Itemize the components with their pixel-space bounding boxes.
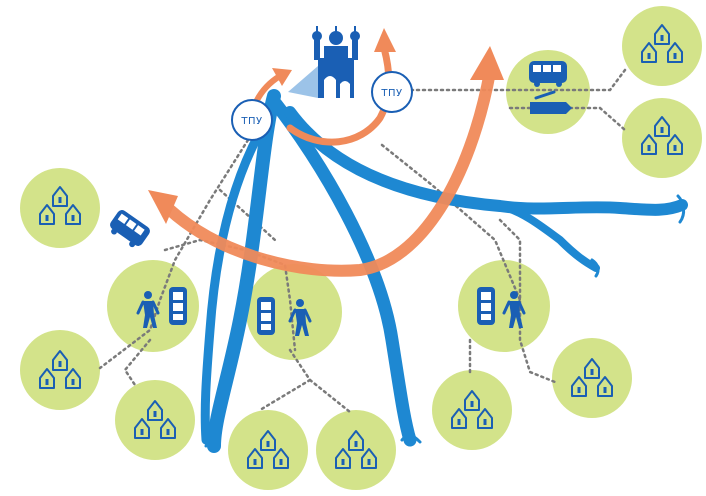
transport-icons: [105, 61, 572, 338]
river-flows: [200, 89, 688, 453]
hub-label: ТПУ: [380, 88, 402, 99]
cathedral-icon: [288, 26, 360, 98]
train-icon: [530, 90, 572, 114]
bus-icon: [477, 287, 495, 325]
arrow-head-top: [374, 28, 396, 52]
orange-arrows: [148, 28, 504, 277]
arrow-head-right: [470, 46, 504, 80]
bus-icon: [257, 297, 275, 335]
neighborhood-circle: [622, 6, 702, 86]
hub-tpu-right: ТПУ: [371, 71, 413, 113]
neighborhood-circle: [506, 50, 590, 134]
small-orange-arc: [286, 44, 393, 146]
bus-icon: [169, 287, 187, 325]
neighborhood-circle: [20, 168, 100, 248]
hub-tpu-left: ТПУ: [231, 99, 273, 141]
neighborhood-circle: [458, 260, 550, 352]
bus-icon: [105, 208, 152, 252]
neighborhood-circle: [622, 98, 702, 178]
hub-label: ТПУ: [240, 116, 262, 127]
arrow-head-hook: [272, 68, 292, 86]
big-orange-arc: [164, 66, 496, 277]
arrow-head-left: [148, 190, 178, 224]
